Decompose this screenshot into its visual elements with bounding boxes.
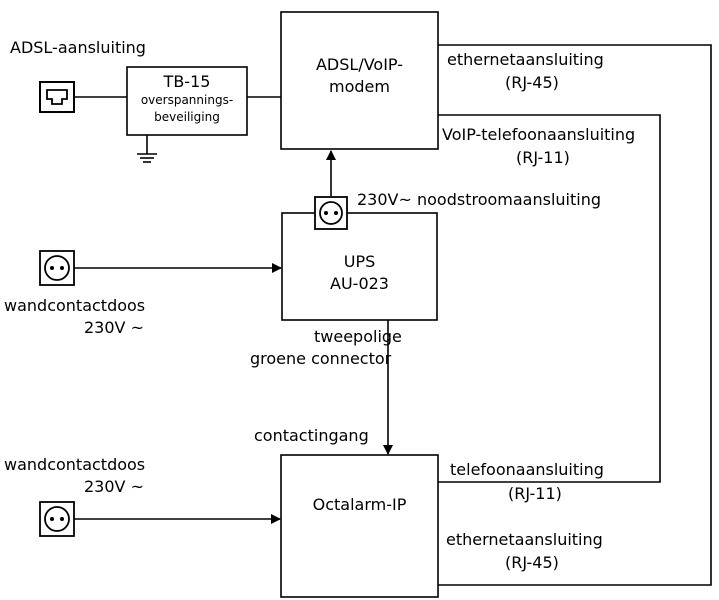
ups-box xyxy=(281,212,438,321)
wall-socket-2-icon xyxy=(39,501,75,537)
octalarm-title: Octalarm-IP xyxy=(312,495,407,514)
ups-outlet-label: 230V~ noodstroomaansluiting xyxy=(357,190,601,209)
tb15-title: TB-15 xyxy=(163,72,211,91)
phone-cable-line xyxy=(438,114,661,483)
adsl-jack-icon xyxy=(39,81,75,113)
wall-socket-2-voltage: 230V ~ xyxy=(84,477,144,496)
ups-connector-label-line2: groene connector xyxy=(250,349,392,368)
ups-title-line2: AU-023 xyxy=(330,274,389,293)
wall-socket-1-voltage: 230V ~ xyxy=(84,318,144,337)
modem-title-line1: ADSL/VoIP- xyxy=(315,55,403,74)
modem-ethernet-label: ethernetaansluiting xyxy=(447,50,604,69)
tb15-box xyxy=(126,66,248,136)
ups-connector-label-line1: tweepolige xyxy=(314,327,402,346)
octalarm-phone-port: (RJ-11) xyxy=(508,484,562,503)
ethernet-cable-line xyxy=(438,44,712,586)
ground-icon xyxy=(137,135,157,163)
wall-socket-1-icon xyxy=(39,250,75,286)
octalarm-box xyxy=(280,454,439,598)
modem-ethernet-port: (RJ-45) xyxy=(505,73,559,92)
modem-box xyxy=(280,11,439,150)
modem-voip-label: VoIP-telefoonaansluiting xyxy=(442,125,636,144)
modem-voip-port: (RJ-11) xyxy=(516,148,570,167)
octalarm-ethernet-label: ethernetaansluiting xyxy=(446,530,603,549)
ups-title-line1: UPS xyxy=(343,252,376,271)
wall-socket-2-label: wandcontactdoos xyxy=(4,455,146,474)
octalarm-ethernet-port: (RJ-45) xyxy=(505,553,559,572)
wall-socket-1-label: wandcontactdoos xyxy=(4,296,146,315)
modem-title-line2: modem xyxy=(329,77,390,96)
tb15-line2: beveiliging xyxy=(154,110,220,124)
ups-outlet-icon xyxy=(314,196,348,230)
contact-input-label: contactingang xyxy=(254,426,369,445)
adsl-jack-label: ADSL-aansluiting xyxy=(10,38,146,57)
tb15-line1: overspannings- xyxy=(140,93,234,107)
octalarm-phone-label: telefoonaansluiting xyxy=(450,460,604,479)
